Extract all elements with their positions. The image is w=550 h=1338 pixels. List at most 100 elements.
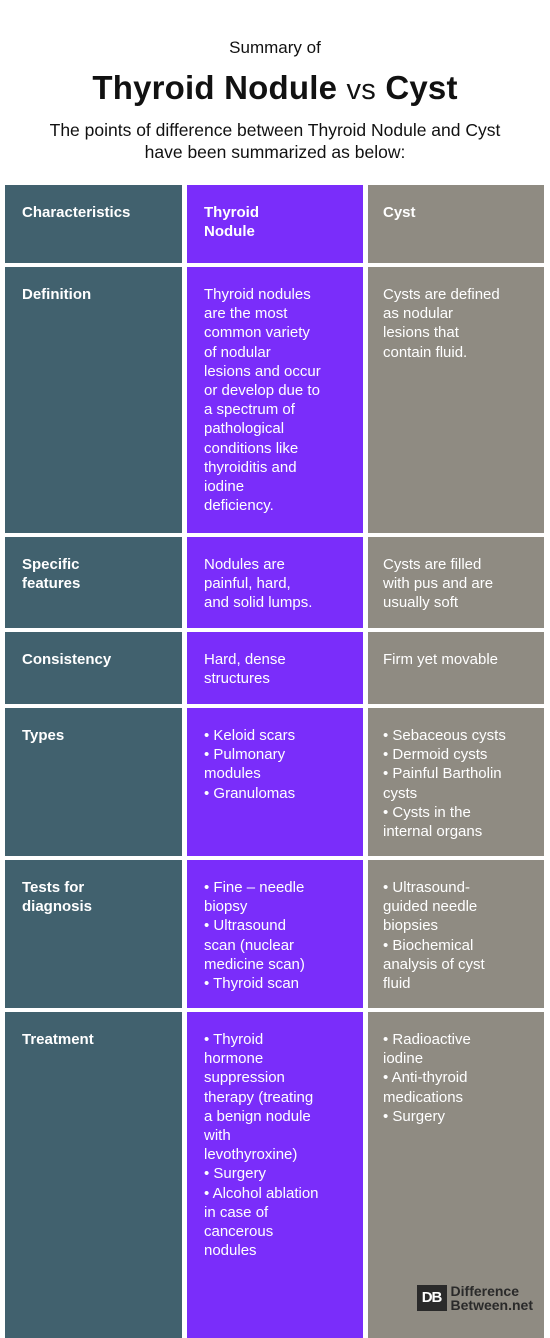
nodule-text-line: • Ultrasound	[204, 917, 286, 935]
label-cell: Treatment	[5, 1012, 182, 1338]
nodule-text-line: • Granulomas	[204, 784, 296, 802]
nodule-text-line: of nodular	[204, 343, 271, 361]
cyst-text-line: iodine	[383, 1050, 424, 1068]
nodule-text-line: nodules	[204, 1242, 257, 1260]
label-cell: Definition	[5, 267, 182, 533]
nodule-text-line: biopsy	[204, 898, 248, 916]
label-text-line: Types	[22, 727, 65, 744]
nodule-text-line: are the most	[204, 305, 288, 323]
label-cell: Consistency	[5, 632, 182, 704]
cyst-text-line: • Surgery	[383, 1107, 445, 1125]
nodule-text-line: hormone	[204, 1050, 264, 1068]
cyst-text-line: cysts	[383, 784, 418, 802]
logo-text-line: Between.net	[450, 1297, 533, 1313]
title-nodule: Thyroid Nodule	[92, 69, 338, 106]
header-characteristics-label: Characteristics	[22, 204, 131, 221]
cyst-text-line: fluid	[383, 975, 411, 993]
nodule-text-line: • Fine – needle	[204, 879, 305, 896]
nodule-text-line: in case of	[204, 1203, 269, 1221]
nodule-text-line: Hard, dense	[204, 651, 286, 668]
nodule-text-line: medicine scan)	[204, 955, 305, 973]
cyst-text-line: Cysts are defined	[383, 286, 500, 303]
nodule-text-line: or develop due to	[204, 382, 320, 400]
nodule-text-line: • Surgery	[204, 1165, 266, 1183]
header-cyst-label: Cyst	[383, 204, 416, 221]
label-cell: Types	[5, 708, 182, 856]
nodule-text-line: levothyroxine)	[204, 1146, 298, 1164]
cyst-text-line: medications	[383, 1088, 464, 1106]
nodule-text-line: a benign nodule	[204, 1107, 311, 1125]
cyst-text-line: contain fluid.	[383, 343, 468, 361]
nodule-text-line: structures	[204, 670, 270, 688]
nodule-text-line: deficiency.	[204, 497, 274, 515]
cyst-cell: • Sebaceous cysts• Dermoid cysts• Painfu…	[368, 708, 544, 856]
header-nodule-label-line: Nodule	[204, 223, 255, 241]
nodule-text-line: • Alcohol ablation	[204, 1184, 319, 1202]
header-cell-nodule: Thyroid Nodule	[187, 185, 363, 263]
nodule-text-line: • Thyroid	[204, 1031, 264, 1048]
nodule-text-line: pathological	[204, 420, 285, 438]
nodule-text-line: • Thyroid scan	[204, 975, 300, 993]
nodule-text-line: cancerous	[204, 1223, 274, 1241]
cyst-text-line: lesions that	[383, 324, 459, 342]
label-text-line: Specific	[22, 556, 80, 573]
cyst-text-line: • Ultrasound-	[383, 879, 470, 896]
label-text-line: Consistency	[22, 651, 112, 668]
title-vs: vs	[346, 74, 376, 106]
nodule-text-line: scan (nuclear	[204, 936, 295, 954]
nodule-text-line: common variety	[204, 324, 310, 342]
logo-text: Difference Between.net	[451, 1284, 533, 1312]
nodule-text-line: • Keloid scars	[204, 727, 296, 744]
table-header-row: Characteristics Thyroid Nodule Cyst	[5, 185, 545, 263]
label-text-line: Definition	[22, 286, 92, 303]
cyst-text-line: as nodular	[383, 305, 454, 323]
nodule-text-line: suppression	[204, 1069, 285, 1087]
cyst-text-line: • Anti-thyroid	[383, 1069, 468, 1087]
nodule-text-line: Nodules are	[204, 556, 285, 573]
nodule-text-line: Thyroid nodules	[204, 286, 311, 303]
logo-mark: DB	[416, 1285, 447, 1311]
cyst-text-line: Cysts are filled	[383, 556, 482, 573]
nodule-text-line: conditions like	[204, 439, 299, 457]
brand-logo: DB Difference Between.net	[416, 1284, 533, 1312]
cyst-text-line: guided needle	[383, 898, 478, 916]
cyst-text-line: Firm yet movable	[383, 651, 499, 668]
cyst-text-line: analysis of cyst	[383, 955, 485, 973]
label-text-line: Treatment	[22, 1031, 94, 1048]
cyst-text-line: • Biochemical	[383, 936, 474, 954]
logo-text-line: Difference	[450, 1283, 519, 1299]
cyst-text-line: • Cysts in the	[383, 803, 471, 821]
page-title: Thyroid Nodule vs Cyst	[0, 69, 550, 109]
table-row-consistency: Consistency Hard, dense structures Firm yet…	[5, 632, 545, 704]
nodule-cell: Hard, dense structures	[187, 632, 363, 704]
cyst-text-line: • Painful Bartholin	[383, 765, 502, 783]
header-cell-cyst: Cyst	[368, 185, 544, 263]
nodule-text-line: a spectrum of	[204, 401, 295, 419]
label-text-line: diagnosis	[22, 898, 93, 916]
header-subtitle: The points of difference between Thyroid…	[49, 120, 501, 162]
header-nodule-label-line: Thyroid	[204, 204, 259, 221]
nodule-text-line: with	[204, 1127, 231, 1145]
title-cyst: Cyst	[385, 69, 458, 106]
cyst-cell: Firm yet movable	[368, 632, 544, 704]
nodule-text-line: modules	[204, 765, 261, 783]
cyst-text-line: • Sebaceous cysts	[383, 727, 506, 744]
nodule-text-line: thyroiditis and	[204, 458, 297, 476]
nodule-text-line: • Pulmonary	[204, 746, 286, 764]
